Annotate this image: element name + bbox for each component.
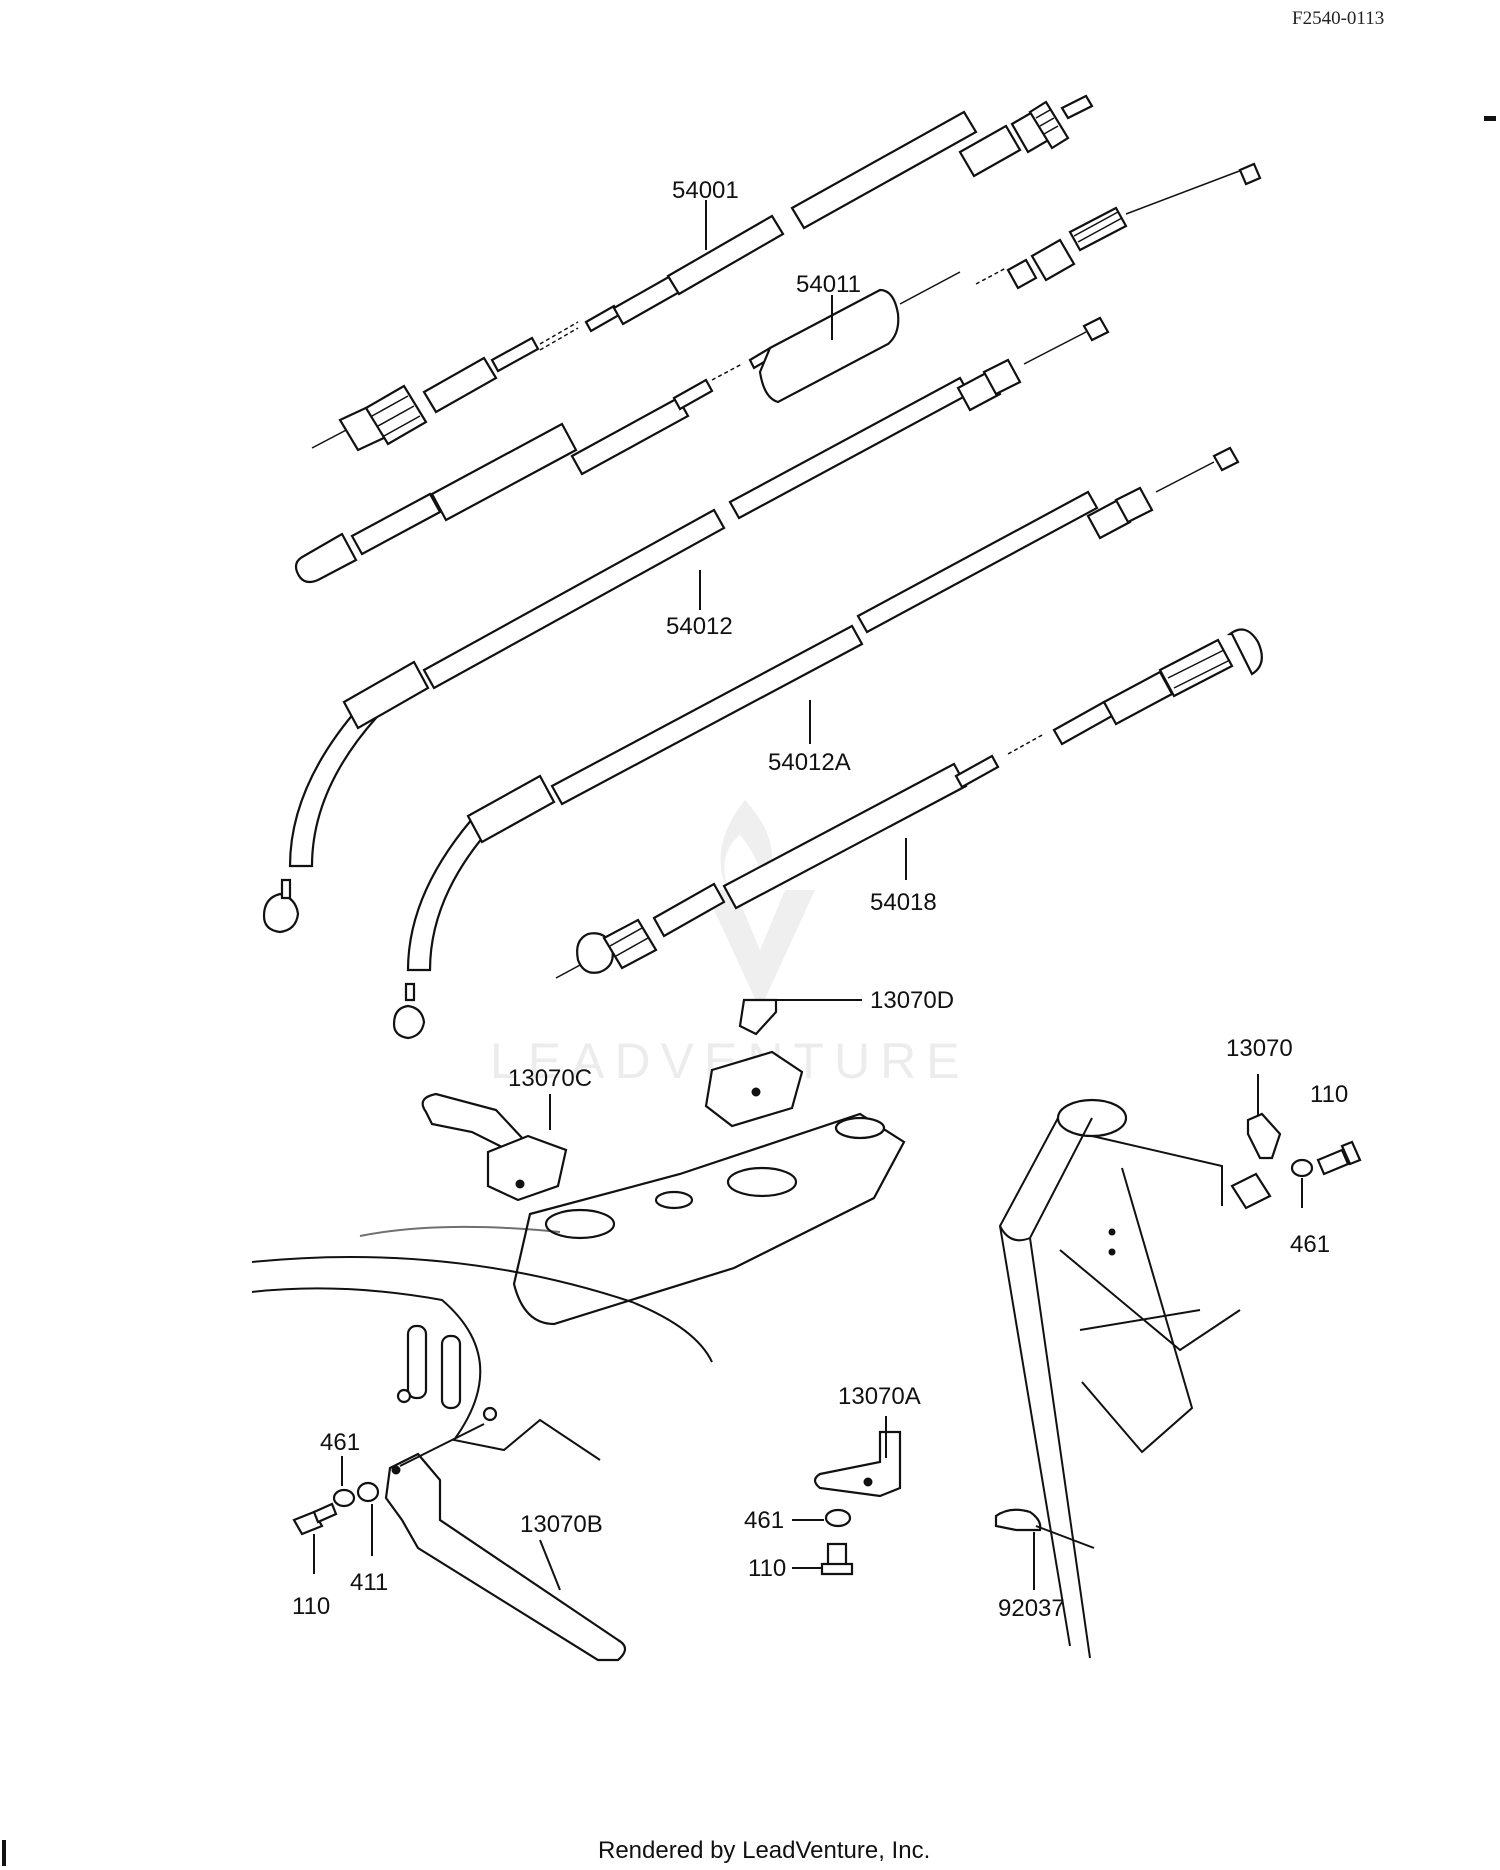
- callout-92037: 92037: [998, 1595, 1065, 1622]
- clamp-13070d[interactable]: [704, 998, 804, 1128]
- leader-13070b-fender: [399, 1423, 485, 1467]
- bolt-110-left[interactable]: [292, 1502, 338, 1536]
- callout-461-right: 461: [1290, 1231, 1330, 1258]
- callout-110-right: 110: [1310, 1081, 1348, 1108]
- callout-13070c: 13070C: [508, 1065, 592, 1092]
- washer-461-right[interactable]: [1290, 1158, 1314, 1178]
- cable-54011[interactable]: [294, 162, 1262, 584]
- callout-110-left: 110: [292, 1593, 330, 1620]
- washer-461-mid[interactable]: [824, 1508, 852, 1528]
- callout-411: 411: [350, 1569, 388, 1596]
- frame-head-tube: [998, 1098, 1241, 1659]
- footer-credit: Rendered by LeadVenture, Inc.: [598, 1837, 930, 1864]
- cable-54012a[interactable]: [392, 446, 1240, 1040]
- leader-13070b: [539, 1539, 561, 1591]
- callout-13070a: 13070A: [838, 1383, 921, 1410]
- clamp-92037[interactable]: [994, 1508, 1042, 1532]
- callout-110-mid: 110: [748, 1555, 786, 1582]
- callout-13070b: 13070B: [520, 1511, 603, 1538]
- bracket-13070[interactable]: [1230, 1112, 1282, 1210]
- callout-54011: 54011: [796, 271, 861, 298]
- bolt-110-right[interactable]: [1316, 1140, 1362, 1176]
- clamp-13070c[interactable]: [421, 1092, 568, 1202]
- bracket-13070b[interactable]: [384, 1452, 627, 1662]
- callout-461-mid: 461: [744, 1507, 784, 1534]
- steering-stem-yoke[interactable]: [512, 1112, 906, 1326]
- callout-54012: 54012: [666, 613, 733, 640]
- washer-411[interactable]: [356, 1481, 380, 1503]
- bracket-13070a[interactable]: [813, 1430, 902, 1498]
- edge-mark: [2, 1840, 6, 1866]
- watermark-logo: [705, 800, 815, 1010]
- bolt-110-mid[interactable]: [820, 1542, 854, 1576]
- callout-13070d: 13070D: [870, 987, 954, 1014]
- callout-13070: 13070: [1226, 1035, 1293, 1062]
- diagram-id: F2540-0113: [1292, 8, 1384, 29]
- callout-54018: 54018: [870, 889, 937, 916]
- callout-461-left: 461: [320, 1429, 360, 1456]
- callout-54012a: 54012A: [768, 749, 851, 776]
- leader-92037-frame: [1035, 1525, 1095, 1549]
- callout-54001: 54001: [672, 177, 739, 204]
- fender-panel: [251, 1225, 713, 1461]
- washer-461-left[interactable]: [332, 1488, 356, 1508]
- cable-54012[interactable]: [262, 316, 1110, 934]
- edge-mark: [1484, 116, 1496, 121]
- cable-54018[interactable]: [555, 628, 1263, 979]
- cable-54001[interactable]: [311, 94, 1094, 452]
